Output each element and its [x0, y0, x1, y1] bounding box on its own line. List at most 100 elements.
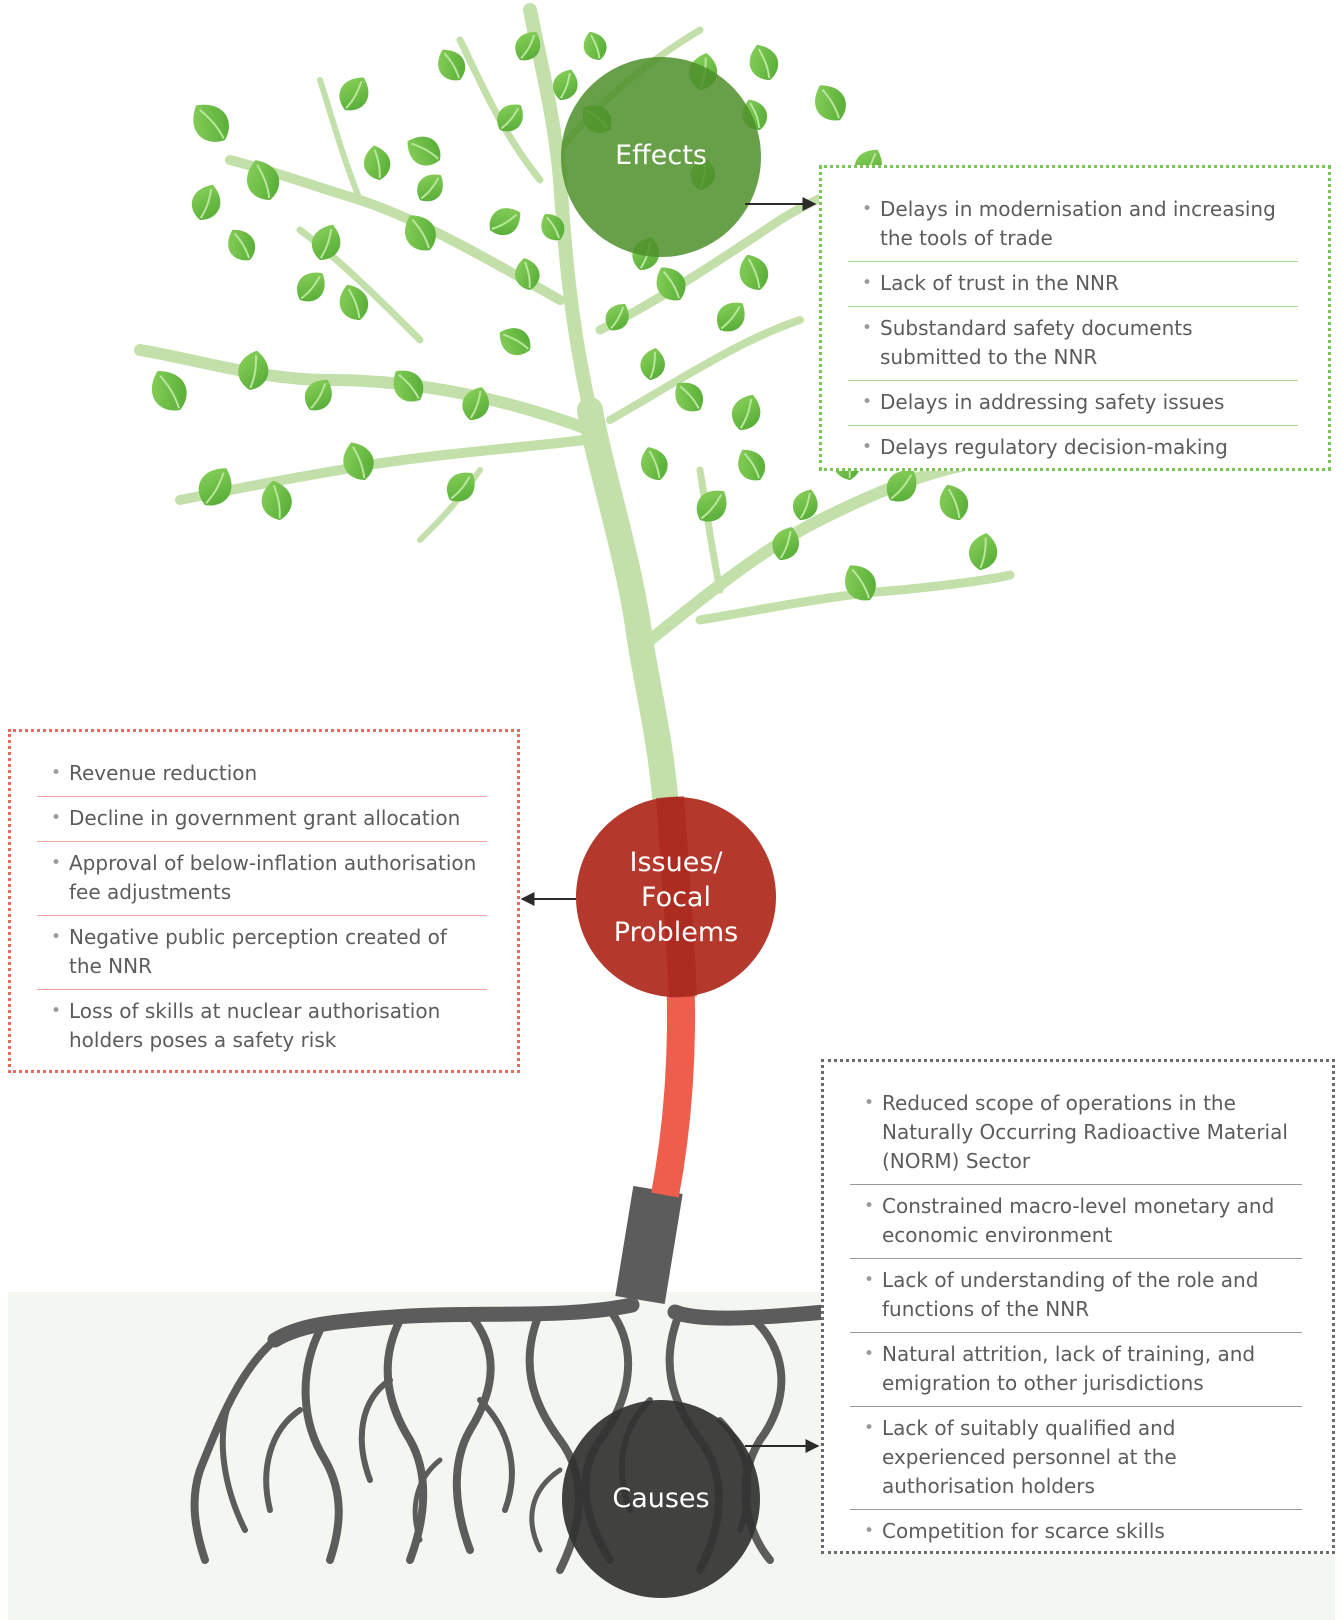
leaf-vein — [648, 450, 661, 479]
leaf — [583, 31, 607, 60]
leaf — [304, 379, 332, 411]
leaf-vein — [679, 385, 700, 409]
leaf-vein — [256, 164, 271, 199]
leaf-vein — [373, 149, 381, 179]
leaf — [238, 350, 269, 390]
leaf — [749, 44, 779, 80]
leaf — [363, 145, 391, 180]
leaf-vein — [747, 258, 761, 289]
issues-label-line: Issues/ — [629, 847, 723, 878]
leaf — [228, 229, 256, 261]
leaf — [731, 394, 761, 430]
leaf-vein — [319, 228, 333, 259]
leaf-vein — [739, 398, 753, 429]
causes-item: Natural attrition, lack of training, and… — [850, 1333, 1302, 1407]
leaf — [193, 104, 229, 142]
leaf — [605, 304, 629, 331]
leaf-vein — [890, 474, 913, 500]
issues-label-line: Problems — [613, 917, 739, 948]
leaf-vein — [345, 81, 363, 109]
leaf — [815, 85, 846, 121]
leaf-vein — [720, 305, 741, 330]
leaf-vein — [272, 485, 281, 519]
leaf-vein — [310, 382, 327, 409]
leaf-vein — [159, 375, 180, 409]
leaf-vein — [205, 472, 225, 504]
leaf — [296, 272, 325, 302]
trunk-green — [577, 397, 681, 853]
leaf-vein — [649, 351, 656, 379]
leaf — [552, 69, 578, 100]
issues-item: Revenue reduction — [37, 752, 487, 797]
leaf-vein — [700, 494, 723, 520]
issues-list-box: Revenue reduction Decline in government … — [8, 729, 520, 1073]
leaf-vein — [300, 275, 321, 300]
leaf-vein — [559, 72, 571, 99]
causes-list-box: Reduced scope of operations in the Natur… — [821, 1059, 1335, 1554]
leaf-vein — [198, 108, 225, 139]
leaf-vein — [520, 34, 536, 59]
leaf-vein — [411, 142, 439, 160]
leaf-vein — [199, 188, 213, 219]
leaf — [939, 484, 969, 520]
leaf — [515, 257, 540, 290]
leaf — [845, 565, 876, 601]
leaf-vein — [347, 288, 361, 319]
effects-circle — [561, 57, 761, 257]
leaf-vein — [502, 333, 529, 350]
causes-item: Lack of understanding of the role and fu… — [850, 1259, 1302, 1333]
causes-item: Constrained macro-level monetary and eco… — [850, 1185, 1302, 1259]
trunk-through-issues — [656, 796, 697, 998]
effects-list-box: Delays in modernisation and increasing t… — [819, 165, 1331, 471]
leaf — [641, 447, 668, 480]
leaf — [738, 449, 766, 481]
leaf-vein — [610, 306, 625, 329]
issues-item: Approval of below-inflation authorisatio… — [37, 842, 487, 916]
leaf-vein — [749, 102, 761, 129]
issues-label: Issues/ Focal Problems — [576, 845, 776, 950]
effects-item: Delays regulatory decision-making — [848, 426, 1298, 470]
effects-item: Delays in addressing safety issues — [848, 381, 1298, 426]
leaf — [716, 302, 745, 332]
leaf-vein — [420, 177, 440, 200]
leaf — [246, 160, 280, 200]
leaf-vein — [851, 568, 870, 599]
leaf — [405, 215, 436, 251]
leaf-vein — [662, 270, 680, 299]
leaf — [339, 284, 369, 320]
leaf — [407, 136, 441, 166]
leaf-vein — [524, 261, 531, 289]
leaf-vein — [398, 373, 420, 399]
causes-circle — [562, 1400, 760, 1598]
effects-item: Delays in modernisation and increasing t… — [848, 188, 1298, 262]
issues-item: Loss of skills at nuclear authorisation … — [37, 990, 487, 1063]
leaf — [739, 254, 769, 290]
leaf — [499, 328, 531, 356]
issues-item: Negative public perception created of th… — [37, 916, 487, 990]
leaf-vein — [821, 88, 840, 119]
leaf-vein — [743, 452, 760, 479]
leaf — [656, 267, 686, 301]
leaf — [772, 527, 799, 560]
leaf-vein — [779, 530, 792, 559]
leaf — [640, 347, 665, 380]
issues-list: Revenue reduction Decline in government … — [37, 752, 487, 1063]
leaf-vein — [979, 537, 987, 569]
leaf — [417, 174, 443, 202]
leaf — [462, 387, 489, 420]
leaf-vein — [546, 216, 560, 239]
leaf — [438, 49, 466, 81]
effects-item: Lack of trust in the NNR — [848, 262, 1298, 307]
causes-label-text: Causes — [612, 1483, 710, 1514]
effects-label-text: Effects — [615, 140, 707, 171]
leaf — [696, 490, 727, 522]
leaf — [261, 480, 292, 520]
leaf-vein — [450, 475, 471, 500]
issues-item: Decline in government grant allocation — [37, 797, 487, 842]
leaf — [152, 371, 187, 411]
roots — [190, 1185, 833, 1574]
leaf-vein — [233, 232, 250, 259]
leaf — [489, 208, 521, 236]
leaf — [339, 77, 369, 111]
causes-item: Reduced scope of operations in the Natur… — [850, 1082, 1302, 1185]
